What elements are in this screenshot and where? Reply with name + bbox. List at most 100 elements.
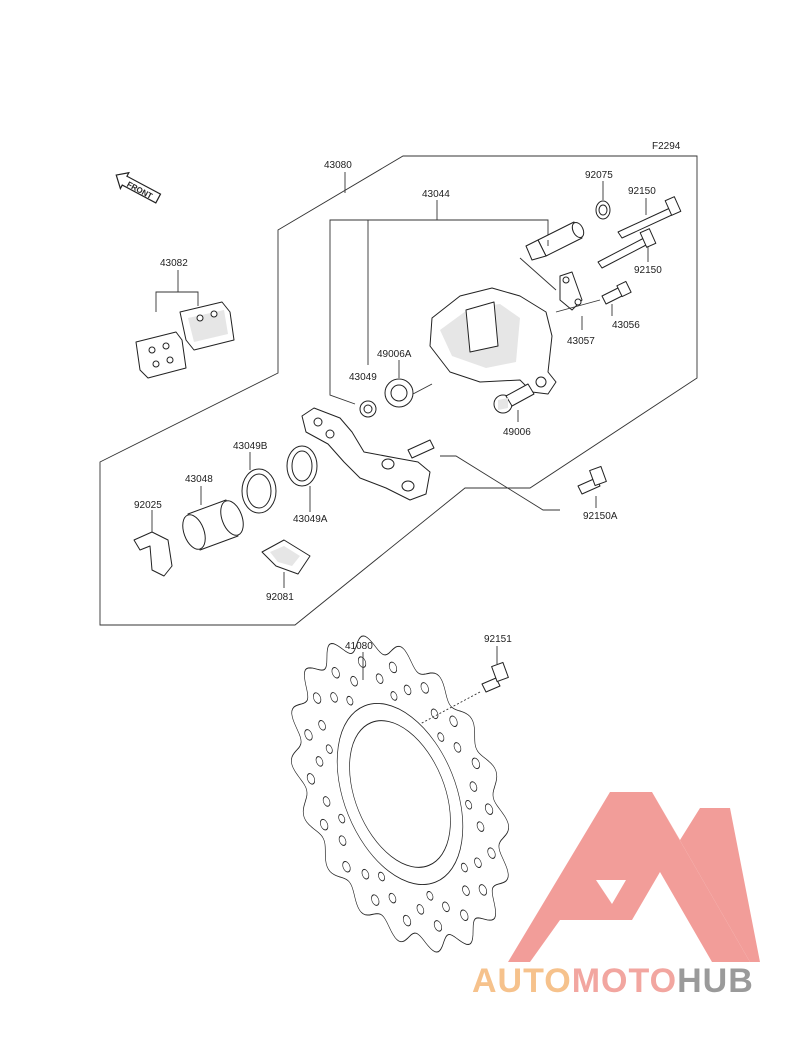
label-43057: 43057: [567, 336, 595, 347]
disc-vent-hole: [453, 742, 462, 753]
leader-disc-bolt: [419, 691, 481, 725]
o-ring-43049: [359, 400, 377, 418]
leader-sleeve-2: [519, 257, 557, 291]
slide-pin-upper: [617, 196, 682, 239]
disc-vent-hole: [420, 682, 429, 694]
disc-vent-hole: [371, 894, 380, 906]
label-92151: 92151: [484, 634, 512, 645]
disc-vent-hole: [375, 673, 384, 684]
disc-vent-hole: [476, 821, 485, 832]
slide-pin-lower: [597, 228, 657, 269]
sleeve-part: [525, 221, 585, 261]
disc-vent-hole: [474, 857, 482, 868]
leader-bleeder-line: [555, 299, 601, 313]
brand-moto: MOTO: [571, 962, 678, 1000]
disc-vent-hole: [320, 818, 329, 831]
automotohub-logo-icon: [508, 792, 760, 962]
disc-vent-hole: [430, 708, 439, 720]
label-43048: 43048: [185, 474, 213, 485]
label-49006A: 49006A: [377, 349, 412, 360]
label-43056: 43056: [612, 320, 640, 331]
brake-disc-41080: [291, 635, 509, 953]
disc-vent-hole: [426, 891, 434, 901]
disc-vent-hole: [460, 909, 469, 921]
disc-vent-hole: [437, 732, 445, 742]
watermark-brand: AUTOMOTOHUB: [472, 962, 754, 1001]
disc-vent-hole: [484, 803, 494, 815]
figure-code: F2294: [652, 141, 681, 152]
disc-vent-hole: [471, 757, 480, 770]
disc-vent-hole: [416, 904, 425, 915]
piston-43048: [182, 499, 244, 551]
clip-92025: [133, 531, 173, 577]
disc-vent-hole: [346, 695, 354, 706]
label-92075: 92075: [585, 170, 613, 181]
caliper-body: [429, 287, 557, 395]
disc-vent-hole: [338, 835, 347, 846]
label-92081: 92081: [266, 592, 294, 603]
disc-vent-hole: [478, 884, 488, 896]
bolt-92150A: [577, 465, 607, 495]
disc-vent-hole: [433, 920, 443, 932]
label-49006: 49006: [503, 427, 531, 438]
assembly-outline-43080: [99, 155, 698, 626]
brake-pad-front: [135, 331, 187, 379]
label-43044: 43044: [422, 189, 450, 200]
disc-vent-hole: [361, 868, 370, 880]
label-41080: 41080: [345, 641, 373, 652]
pad-spring-43057: [559, 271, 583, 311]
brake-pad-rear: [179, 301, 235, 351]
disc-vent-hole: [330, 692, 338, 703]
disc-vent-hole: [304, 729, 313, 741]
bolt-49006: [493, 383, 535, 414]
spring-92081: [261, 539, 311, 575]
label-43049B: 43049B: [233, 441, 268, 452]
front-arrow-icon: [115, 171, 162, 204]
bracket-43082: [155, 291, 199, 312]
front-direction-badge: FRONT: [115, 171, 162, 204]
disc-vent-hole: [378, 871, 385, 882]
pin-boot-92075: [595, 200, 611, 220]
label-43080: 43080: [324, 160, 352, 171]
disc-vent-hole: [318, 720, 326, 731]
label-92150-top: 92150: [628, 186, 656, 197]
label-92150-bottom: 92150: [634, 265, 662, 276]
disc-vent-hole: [357, 656, 367, 668]
label-43049A: 43049A: [293, 514, 328, 525]
leader-43044-left: [329, 230, 356, 405]
disc-vent-hole: [442, 901, 450, 913]
label-43082: 43082: [160, 258, 188, 269]
seal-43049B: [241, 468, 277, 514]
label-92150A: 92150A: [583, 511, 618, 522]
disc-vent-hole: [315, 756, 324, 767]
disc-vent-hole: [465, 799, 473, 810]
disc-vent-hole: [350, 675, 358, 687]
disc-vent-hole: [462, 885, 470, 896]
disc-vent-hole: [403, 684, 412, 696]
disc-vent-hole: [388, 892, 397, 904]
disc-vent-hole: [460, 862, 468, 873]
caliper-holder: [301, 407, 435, 501]
disc-vent-hole: [312, 692, 322, 704]
brand-auto: AUTO: [472, 962, 572, 1000]
disc-vent-hole: [306, 773, 316, 785]
disc-vent-hole: [469, 781, 478, 792]
seal-ring-49006A: [384, 378, 414, 408]
brand-hub: HUB: [677, 962, 754, 1000]
disc-vent-hole: [342, 861, 351, 873]
disc-vent-hole: [325, 744, 333, 754]
disc-vent-hole: [388, 661, 398, 674]
bracket-43044: [329, 219, 549, 230]
disc-vent-hole: [322, 796, 331, 807]
disc-vent-hole: [449, 715, 458, 727]
leader-49006A-shaft: [412, 383, 433, 395]
disc-bolt-92151: [481, 661, 509, 693]
disc-vent-hole: [390, 691, 398, 701]
disc-vent-hole: [487, 847, 496, 859]
label-43049: 43049: [349, 372, 377, 383]
seal-43049A: [286, 445, 318, 487]
label-92025: 92025: [134, 500, 162, 511]
bleeder-valve-43056: [601, 280, 632, 305]
disc-vent-hole: [402, 914, 412, 927]
